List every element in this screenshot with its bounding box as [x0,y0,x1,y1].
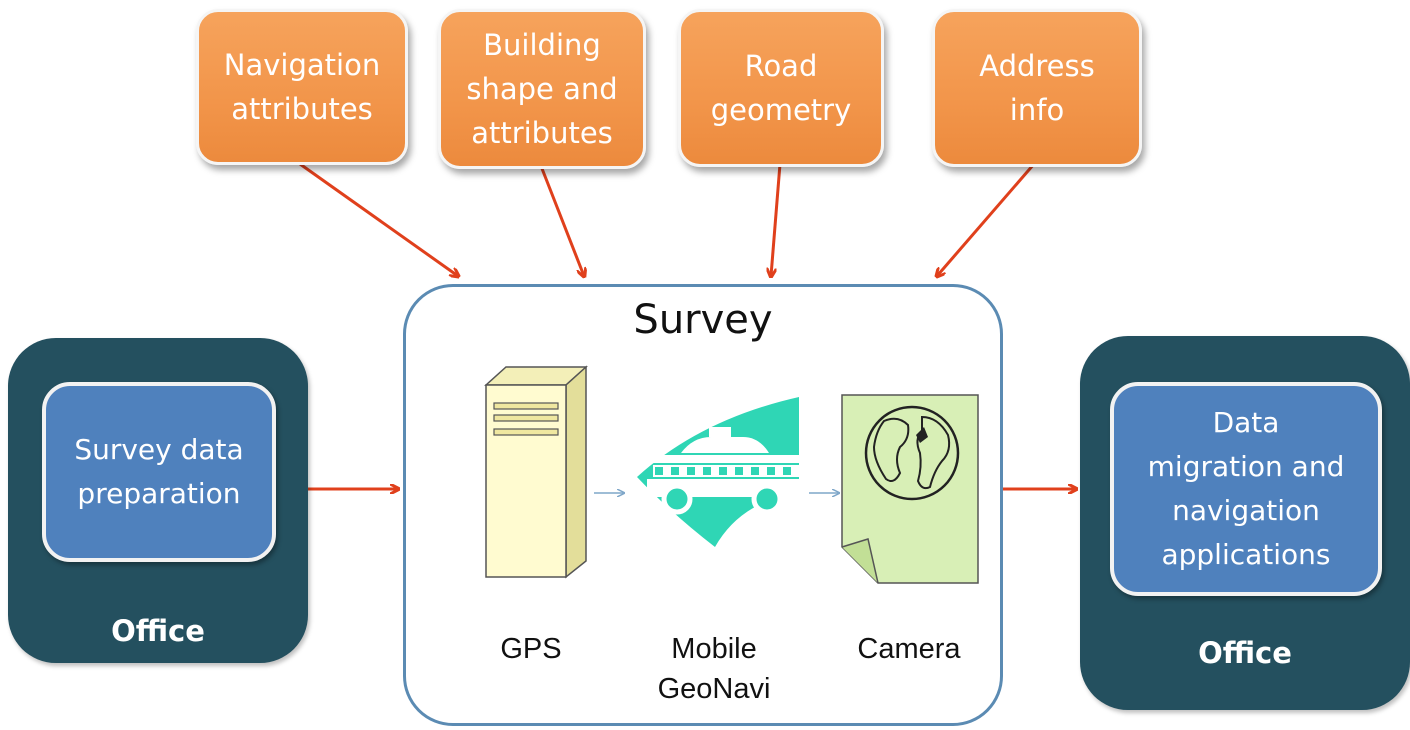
input-road-label: Road geometry [710,49,852,127]
office-right-container: Data migration and navigation applicatio… [1080,336,1410,710]
input-road-geometry: Road geometry [678,9,884,167]
office-right-label: Office [1198,636,1292,670]
mobile-geonavi-label: Mobile GeoNavi [657,633,771,705]
input-navigation-attributes: Navigation attributes [196,9,408,165]
camera-label: Camera [857,633,961,665]
survey-title: Survey [633,297,773,343]
arrow-navigation-to-survey [299,162,458,276]
taxi-car-icon [637,397,799,547]
input-building-shape: Building shape and attributes [438,9,646,169]
survey-data-preparation-box: Survey data preparation [42,382,276,562]
office-left-label: Office [111,614,205,648]
input-building-label: Building shape and attributes [466,28,618,150]
input-arrows [299,162,1036,276]
arrow-building-to-survey [539,165,584,276]
input-address-info: Address info [932,9,1142,167]
input-address-label: Address info [979,49,1095,127]
survey-data-preparation-label: Survey data preparation [74,433,244,510]
arrow-address-to-survey [937,163,1036,276]
gps-label: GPS [500,633,562,665]
arrow-road-to-survey [771,163,782,276]
data-migration-label: Data migration and navigation applicatio… [1147,406,1345,571]
server-tower-icon [484,365,588,579]
globe-document-icon [841,394,979,584]
office-left-container: Survey data preparation Office [8,338,308,663]
data-migration-box: Data migration and navigation applicatio… [1110,382,1382,596]
survey-container: Survey [403,284,1003,726]
input-navigation-label: Navigation attributes [223,48,381,126]
